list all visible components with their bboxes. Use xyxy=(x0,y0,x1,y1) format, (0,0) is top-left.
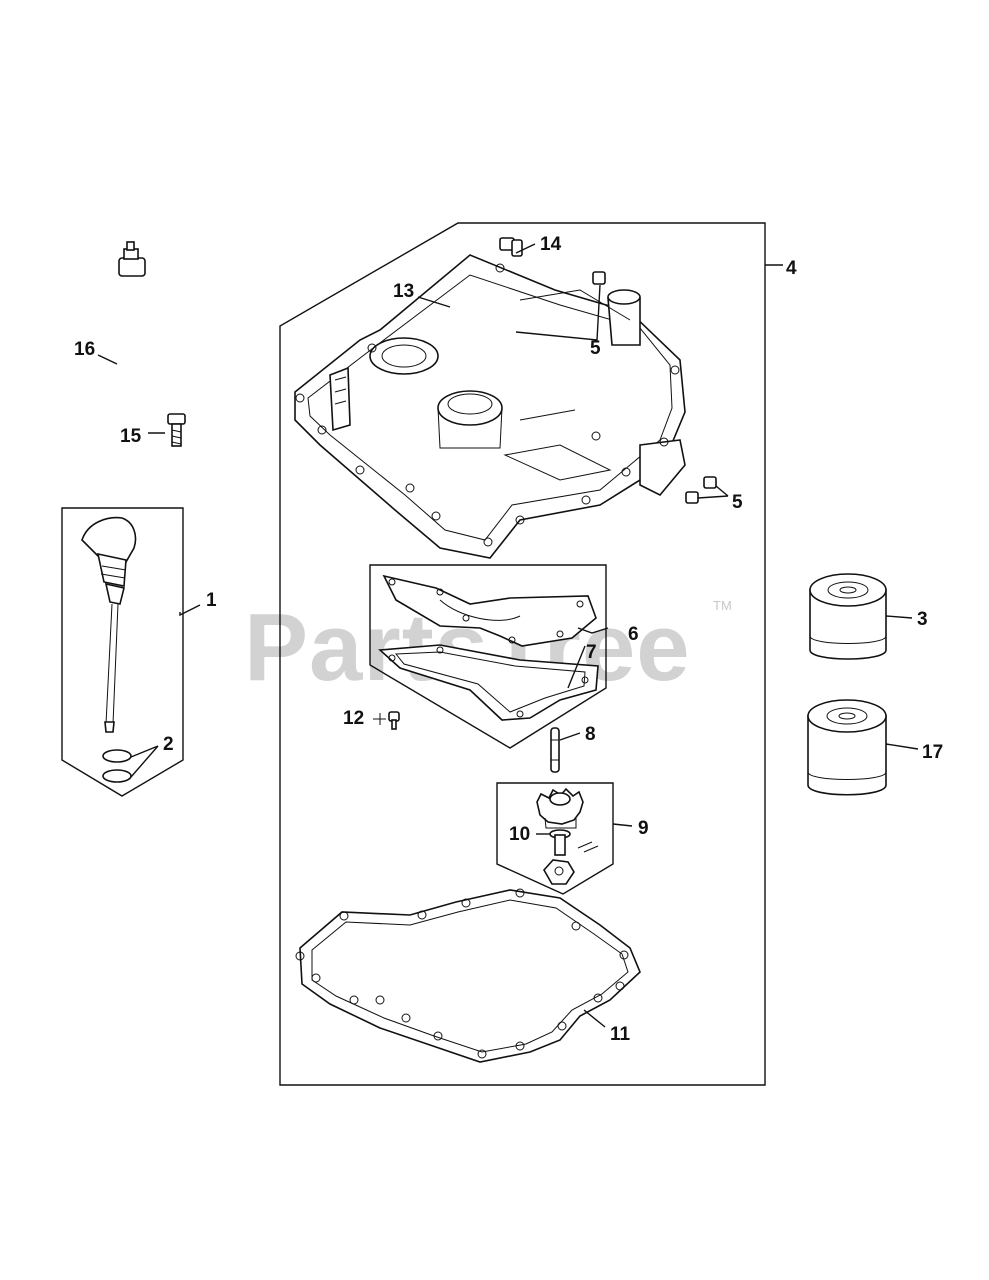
plate-7 xyxy=(378,644,599,721)
shaft xyxy=(550,727,560,773)
o-rings xyxy=(102,749,132,783)
callout-3: 3 xyxy=(917,609,928,630)
callout-15: 15 xyxy=(120,426,142,447)
dipstick-tube xyxy=(81,516,137,733)
watermark-trademark: TM xyxy=(713,598,732,613)
assembly-border xyxy=(279,222,766,1086)
callout-17: 17 xyxy=(922,742,943,763)
callout-16: 16 xyxy=(74,339,95,360)
callout-5-top: 5 xyxy=(590,338,601,359)
closure-plate-bolt-holes xyxy=(295,263,680,547)
callout-7: 7 xyxy=(586,642,597,663)
leader-lines xyxy=(97,243,919,1028)
screw xyxy=(373,711,400,730)
bolt xyxy=(167,413,186,447)
callout-1: 1 xyxy=(206,590,217,611)
callout-12: 12 xyxy=(343,708,364,729)
oil-filter xyxy=(809,573,887,660)
oil-filter-long xyxy=(807,699,887,796)
elbow-fitting xyxy=(499,237,523,257)
callout-10: 10 xyxy=(509,824,530,845)
oil-pump-gear xyxy=(536,787,584,829)
callout-9: 9 xyxy=(638,818,649,839)
callout-8: 8 xyxy=(585,724,596,745)
closure-plate xyxy=(294,254,686,559)
oil-pump-box xyxy=(496,782,614,895)
gasket-box xyxy=(369,564,607,749)
callout-6: 6 xyxy=(628,624,639,645)
crankcase-gasket xyxy=(295,888,641,1063)
plug-right xyxy=(685,476,717,504)
oil-pump-rotor xyxy=(543,859,575,885)
callout-2: 2 xyxy=(163,734,174,755)
callout-11: 11 xyxy=(610,1024,631,1045)
dipstick-box xyxy=(61,507,184,797)
callout-13: 13 xyxy=(393,281,414,302)
callout-14: 14 xyxy=(540,234,562,255)
oil-pressure-switch xyxy=(118,241,146,277)
callout-4: 4 xyxy=(786,258,797,279)
pin xyxy=(549,829,571,856)
callout-5-right: 5 xyxy=(732,492,743,513)
roll-pins xyxy=(577,841,599,853)
gasket-6 xyxy=(382,574,597,647)
